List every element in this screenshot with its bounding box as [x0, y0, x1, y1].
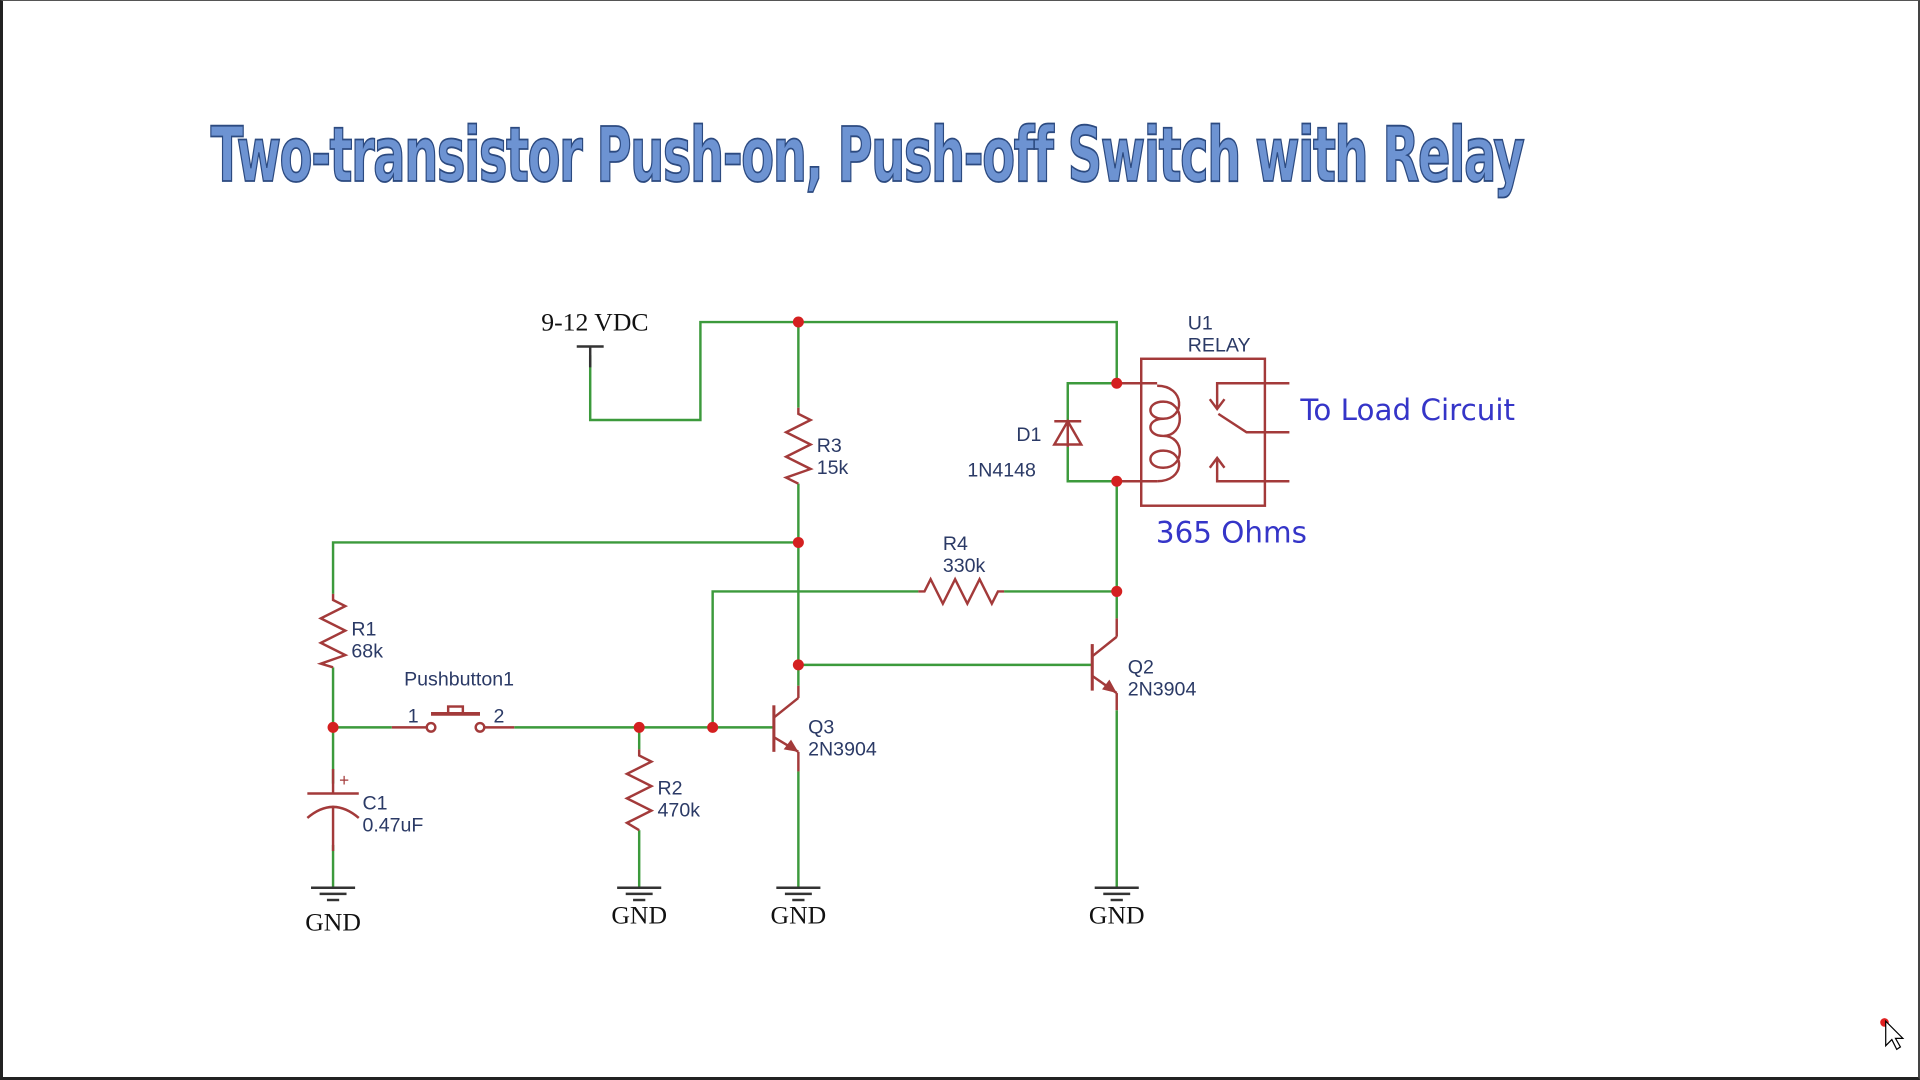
gnd-label: GND: [771, 900, 827, 929]
r3-ref: R3: [817, 435, 842, 457]
junction-dots: [327, 316, 1123, 733]
r2-value: 470k: [658, 800, 701, 822]
u1-ref: U1: [1188, 312, 1213, 334]
capacitor-c1: +: [306, 768, 360, 852]
q3-ref: Q3: [808, 716, 834, 738]
gnd-label: GND: [305, 908, 361, 937]
d1-value: 1N4148: [967, 459, 1036, 481]
r1-value: 68k: [351, 641, 383, 663]
r4-value: 330k: [943, 555, 986, 577]
pushbutton-pin2: 2: [493, 705, 504, 727]
transistor-q3: [772, 685, 800, 772]
q3-value: 2N3904: [808, 739, 877, 761]
q2-value: 2N3904: [1128, 679, 1197, 701]
diode-d1: [1052, 418, 1084, 447]
mouse-cursor-icon: [1880, 1018, 1905, 1051]
u1-value: RELAY: [1188, 334, 1251, 356]
c1-value: 0.47uF: [362, 814, 423, 836]
d1-ref: D1: [1016, 424, 1041, 446]
c1-polarity: +: [339, 770, 349, 790]
resistor-r2: [624, 749, 655, 832]
r2-ref: R2: [658, 778, 683, 800]
load-label: To Load Circuit: [1299, 393, 1515, 427]
r1-ref: R1: [351, 619, 376, 641]
supply-terminal: 9-12 VDC: [541, 308, 649, 368]
gnd-label: GND: [611, 900, 667, 929]
pushbutton-ref: Pushbutton1: [404, 669, 514, 691]
r4-ref: R4: [943, 533, 968, 555]
q2-ref: Q2: [1128, 656, 1154, 678]
coil-resistance-label: 365 Ohms: [1156, 515, 1307, 549]
supply-label: 9-12 VDC: [541, 308, 648, 337]
relay-u1: [1116, 357, 1290, 507]
page-title: Two-transistor Push-on, Push-off Switch …: [211, 111, 1525, 199]
r3-value: 15k: [817, 457, 849, 479]
wires: [331, 320, 1118, 888]
pushbutton-pin1: 1: [408, 705, 419, 727]
gnd-label: GND: [1089, 900, 1145, 929]
resistor-r3: [782, 407, 814, 485]
resistor-r1: [316, 593, 349, 669]
ground-symbols: [311, 886, 1139, 902]
c1-ref: C1: [362, 792, 387, 814]
transistor-q2: [1090, 618, 1118, 711]
pushbutton: [391, 705, 515, 733]
resistor-r4: [918, 576, 1005, 607]
